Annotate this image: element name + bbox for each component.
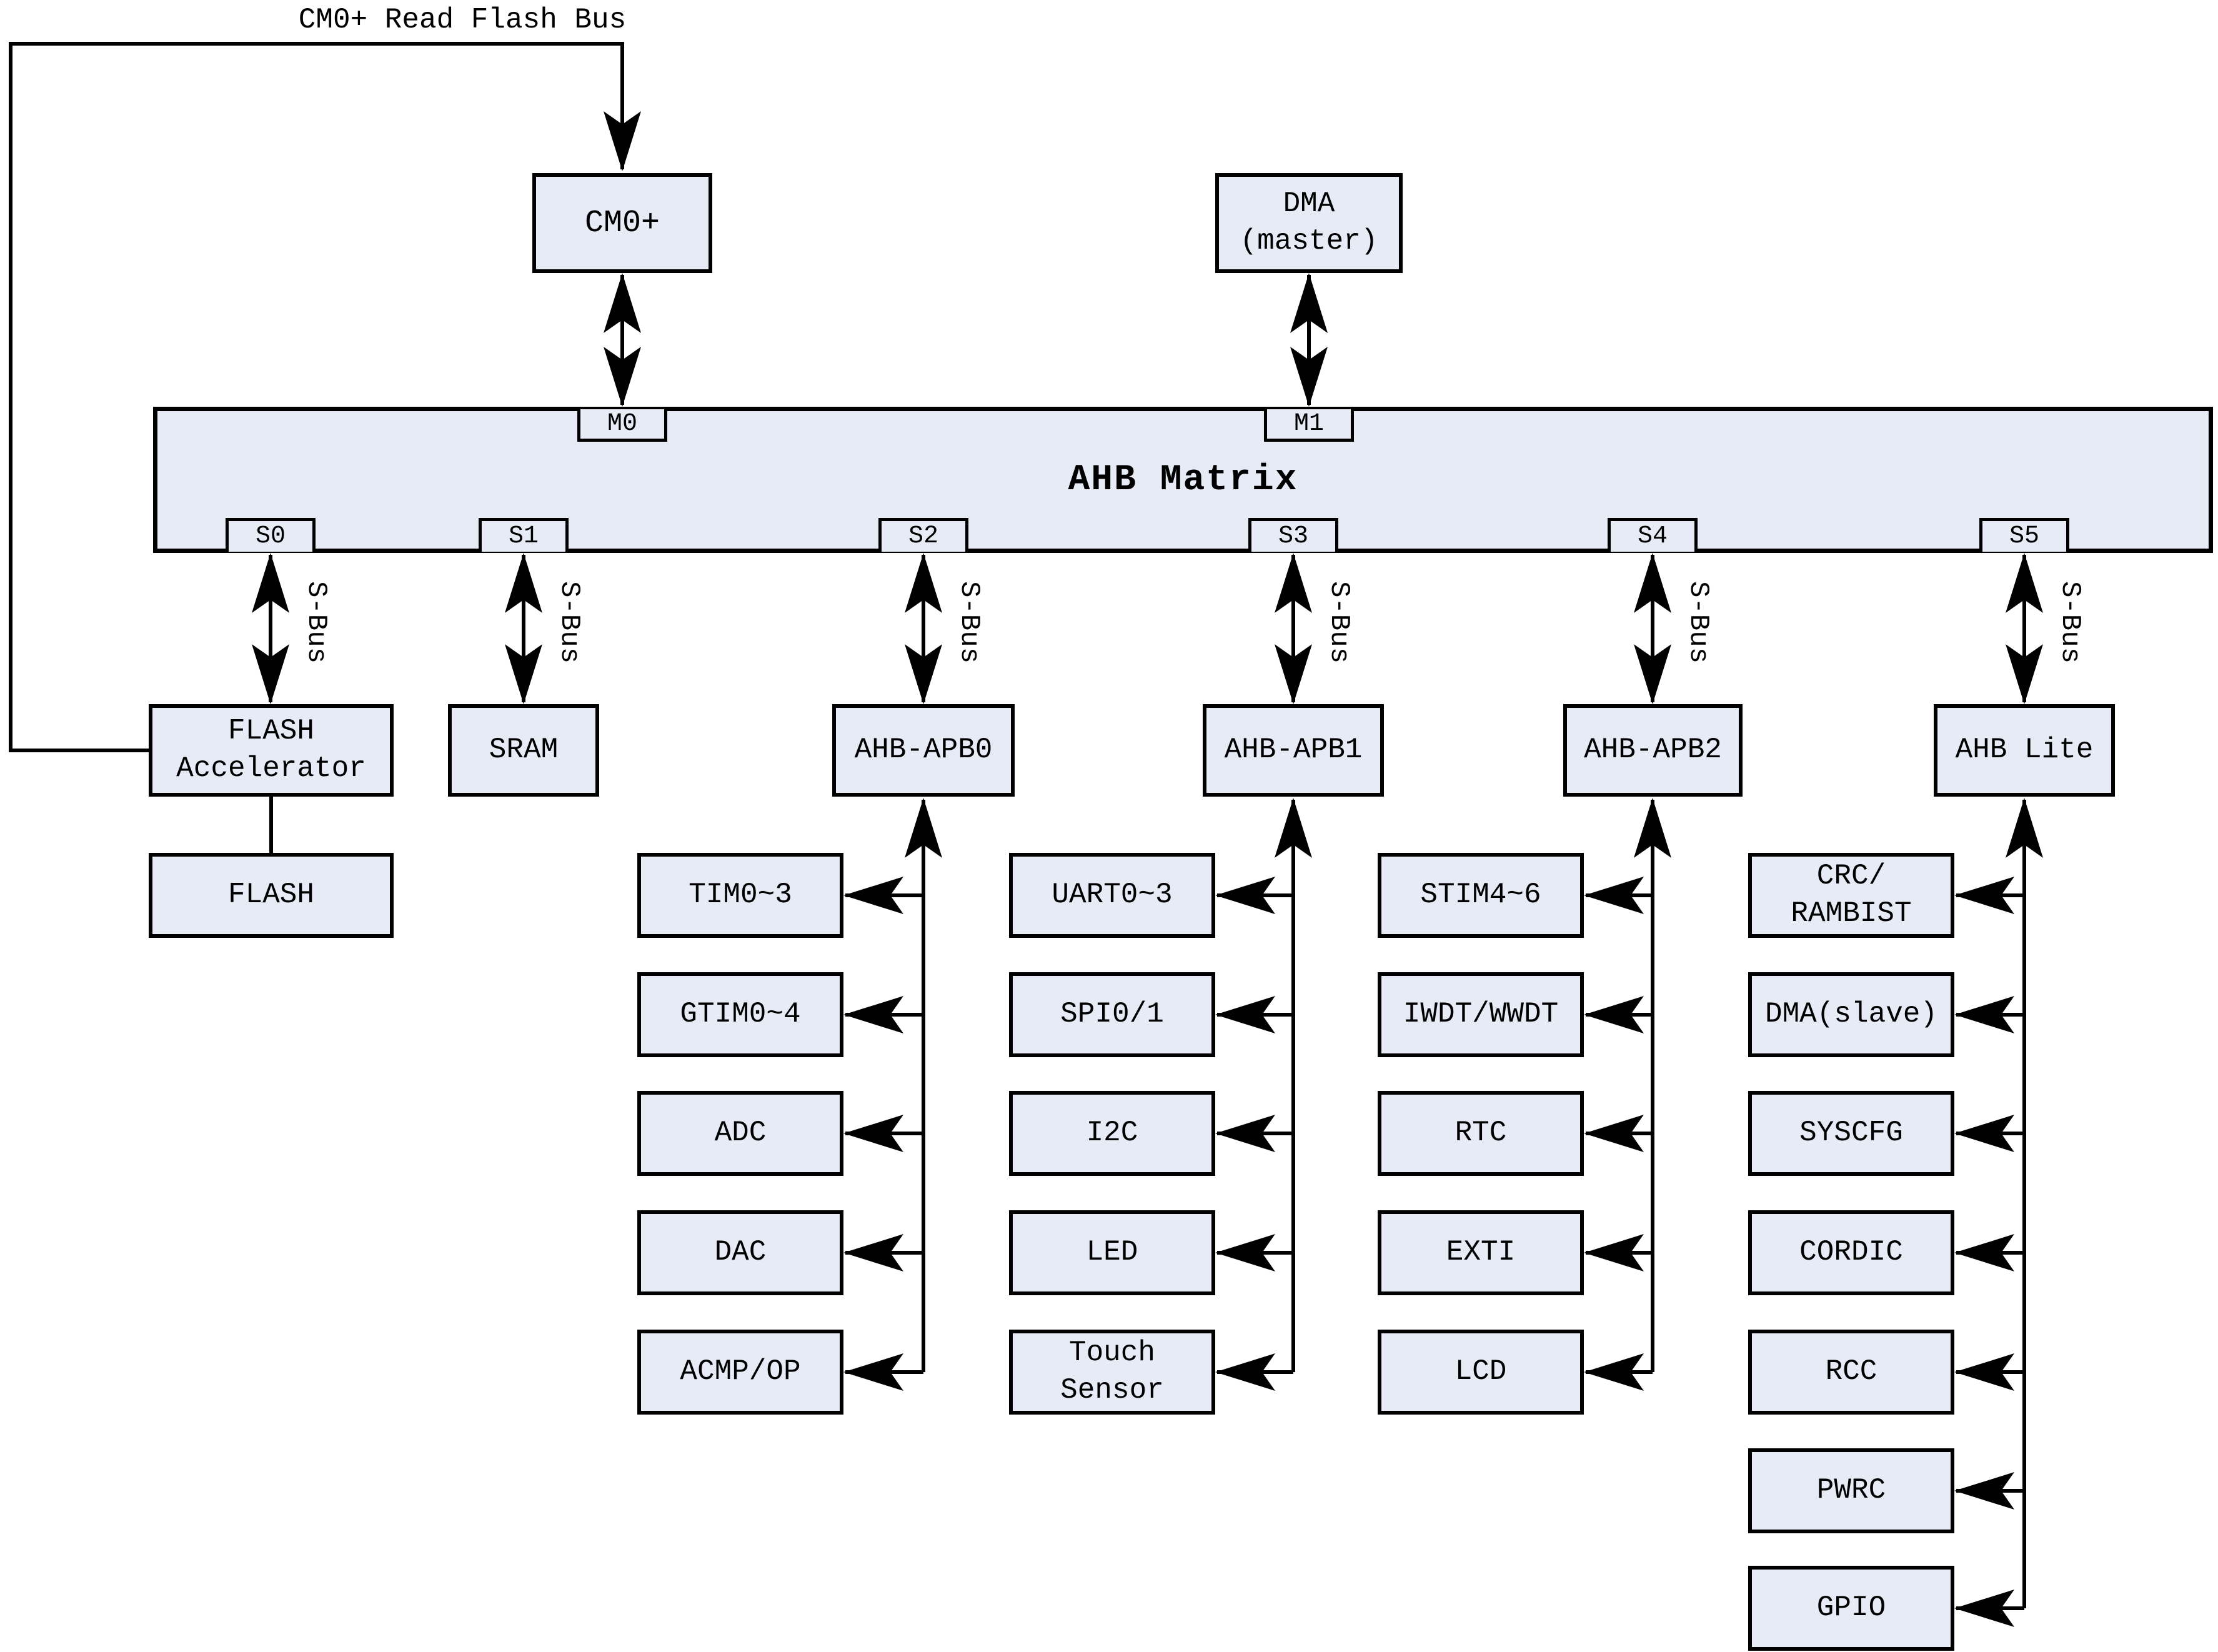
feeder-ahb-apb2 (1584, 798, 1671, 1391)
acmp-op-box: ACMP/OP (637, 1330, 843, 1415)
s0-port-tab: S0 (226, 518, 316, 552)
spi0-1-box: SPI0/1 (1009, 972, 1215, 1057)
s5-sbus-label: S-Bus (2054, 581, 2086, 664)
rcc-box: RCC (1748, 1330, 1954, 1415)
s4-port-tab: S4 (1608, 518, 1698, 552)
ahb-apb1-box: AHB-APB1 (1203, 704, 1384, 797)
feeder-ahb-lite (1954, 798, 2043, 1627)
iwdt-wwdt-box: IWDT/WWDT (1378, 972, 1584, 1057)
adc-box: ADC (637, 1091, 843, 1176)
dma-master-box: DMA (master) (1215, 173, 1403, 273)
i2c-box: I2C (1009, 1091, 1215, 1176)
syscfg-box: SYSCFG (1748, 1091, 1954, 1176)
ahb-apb2-box: AHB-APB2 (1563, 704, 1743, 797)
cm0-box: CM0+ (532, 173, 712, 273)
feeder-ahb-apb1 (1215, 798, 1312, 1391)
s4-sbus-label: S-Bus (1683, 581, 1714, 664)
flash-accelerator-box: FLASH Accelerator (149, 704, 394, 797)
cm0-read-flash-bus-label: CM0+ Read Flash Bus (298, 4, 627, 36)
uart0-3-box: UART0~3 (1009, 853, 1215, 938)
crc-rambist-box: CRC/ RAMBIST (1748, 853, 1954, 938)
m1-port-tab: M1 (1264, 409, 1354, 442)
stim4-6-box: STIM4~6 (1378, 853, 1584, 938)
dac-box: DAC (637, 1210, 843, 1295)
touch-sensor-box: Touch Sensor (1009, 1330, 1215, 1415)
ahb-lite-box: AHB Lite (1934, 704, 2115, 797)
gpio-box: GPIO (1748, 1566, 1954, 1651)
dma-slave-box: DMA(slave) (1748, 972, 1954, 1057)
m0-port-tab: M0 (577, 409, 667, 442)
lcd-box: LCD (1378, 1330, 1584, 1415)
cordic-box: CORDIC (1748, 1210, 1954, 1295)
sram-box: SRAM (448, 704, 599, 797)
s3-port-tab: S3 (1248, 518, 1338, 552)
led-box: LED (1009, 1210, 1215, 1295)
feeder-ahb-apb0 (843, 798, 942, 1391)
s5-port-tab: S5 (1979, 518, 2069, 552)
tim0-3-box: TIM0~3 (637, 853, 843, 938)
pwrc-box: PWRC (1748, 1448, 1954, 1533)
s2-sbus-label: S-Bus (953, 581, 985, 664)
rtc-box: RTC (1378, 1091, 1584, 1176)
s1-port-tab: S1 (479, 518, 569, 552)
ahb-apb0-box: AHB-APB0 (832, 704, 1015, 797)
s0-sbus-label: S-Bus (301, 581, 332, 664)
exti-box: EXTI (1378, 1210, 1584, 1295)
flash-box: FLASH (149, 853, 394, 938)
s3-sbus-label: S-Bus (1323, 581, 1355, 664)
ahb-matrix-title: AHB Matrix (1068, 460, 1298, 500)
s2-port-tab: S2 (878, 518, 968, 552)
gtim0-4-box: GTIM0~4 (637, 972, 843, 1057)
s1-sbus-label: S-Bus (554, 581, 585, 664)
